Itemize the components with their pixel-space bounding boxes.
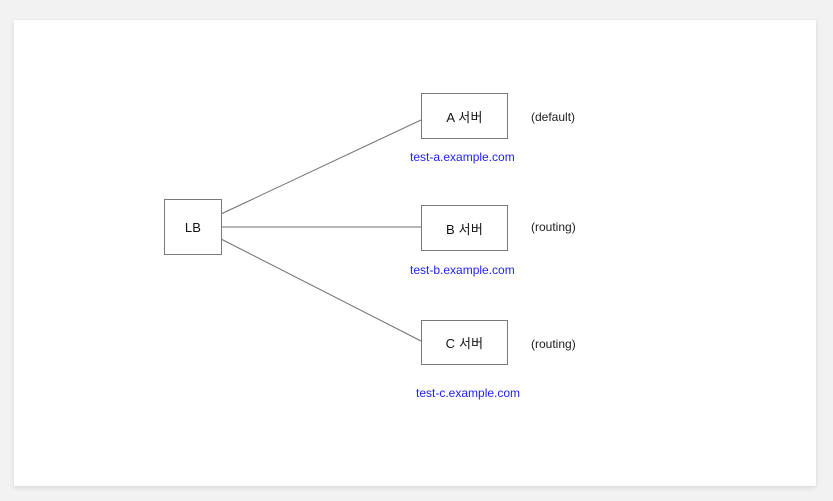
node-server-b[interactable]: B 서버 (421, 205, 508, 251)
diagram-card (14, 20, 816, 486)
connector-lb-to-a (220, 119, 422, 215)
mode-label-server-c: (routing) (531, 337, 576, 351)
node-server-a-label: A 서버 (446, 109, 483, 125)
host-link-server-c[interactable]: test-c.example.com (416, 386, 521, 400)
host-link-server-a[interactable]: test-a.example.com (410, 150, 515, 164)
connector-lb-to-c (220, 238, 422, 342)
node-server-b-label: B 서버 (445, 221, 483, 237)
node-server-c-label: C 서버 (445, 336, 484, 351)
node-server-a[interactable]: A 서버 (421, 93, 508, 139)
node-load-balancer[interactable]: LB (164, 199, 222, 255)
node-load-balancer-label: LB (184, 219, 202, 235)
node-server-c[interactable]: C 서버 (421, 320, 508, 365)
mode-label-server-a: (default) (531, 110, 576, 124)
host-link-server-b[interactable]: test-b.example.com (410, 263, 515, 277)
mode-label-server-b: (routing) (531, 220, 576, 234)
